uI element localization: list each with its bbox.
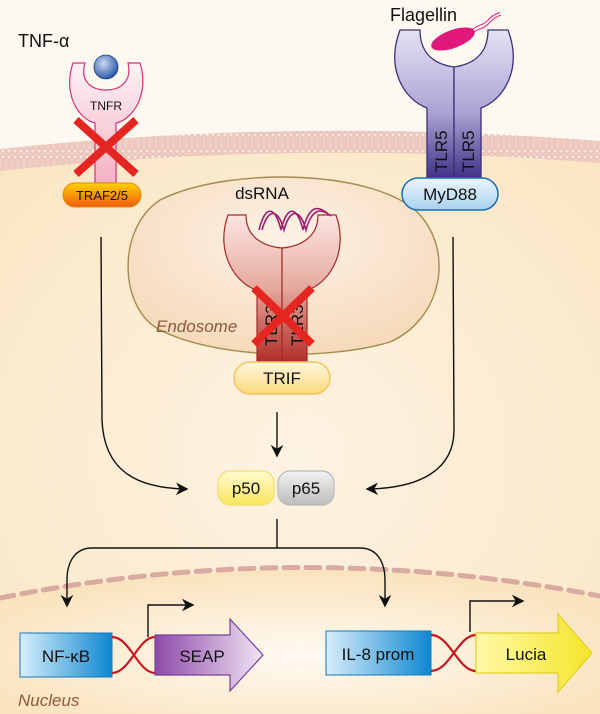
tlr5-right-label: TLR5 <box>459 130 478 172</box>
myd88-adaptor <box>401 177 499 211</box>
myd88-label: MyD88 <box>423 185 477 204</box>
arrow-to-il8-promoter <box>277 547 392 608</box>
transcription-start-arrow <box>147 598 195 637</box>
traf-label: TRAF2/5 <box>76 188 128 203</box>
p65-subunit <box>277 470 335 506</box>
endosome-label: Endosome <box>156 317 237 336</box>
trif-label: TRIF <box>263 369 301 388</box>
tnf-alpha-ligand <box>93 54 119 80</box>
flagellin-bacterium-icon <box>431 11 502 51</box>
dsrna-label: dsRNA <box>235 184 290 203</box>
traf2-5-adaptor <box>62 182 142 208</box>
seap-label: SEAP <box>179 647 224 666</box>
tlr5-receptor <box>394 29 514 181</box>
il8-promoter <box>325 630 432 676</box>
tnfr-label: TNFR <box>90 99 122 113</box>
tlr5-left-label: TLR5 <box>432 130 451 172</box>
dna-loop-icon <box>430 633 477 673</box>
reporter-il8-lucia: IL-8 prom Lucia <box>325 594 593 694</box>
nuclear-envelope <box>0 565 600 601</box>
reporter-nfkb-seap: NF-κB SEAP <box>19 598 264 693</box>
tlr3-knockout-x-icon <box>251 285 315 347</box>
p50-subunit <box>217 470 275 506</box>
arrow-traf-to-nfkb <box>100 236 189 496</box>
transcription-start-arrow <box>469 594 525 632</box>
lucia-label: Lucia <box>506 645 547 664</box>
flagellin-label: Flagellin <box>390 5 457 25</box>
dna-loop-icon <box>111 635 156 675</box>
trif-adaptor <box>233 361 331 395</box>
tnfr-receptor <box>69 62 144 184</box>
nucleus-label: Nucleus <box>18 691 80 710</box>
tnf-alpha-label: TNF-α <box>18 31 69 51</box>
tnfr-knockout-x-icon <box>73 117 139 177</box>
dsrna-helix-icon <box>258 207 332 234</box>
p50-label: p50 <box>232 479 260 498</box>
nfkb-promoter <box>19 632 113 678</box>
arrow-to-nfkb-promoter <box>60 547 277 608</box>
seap-gene-arrow <box>154 617 264 693</box>
arrow-myd88-to-nfkb <box>365 236 455 496</box>
p65-label: p65 <box>292 479 320 498</box>
il8-promoter-label: IL-8 prom <box>342 645 415 664</box>
lucia-gene-arrow <box>475 612 593 694</box>
nfkb-promoter-label: NF-κB <box>42 647 90 666</box>
